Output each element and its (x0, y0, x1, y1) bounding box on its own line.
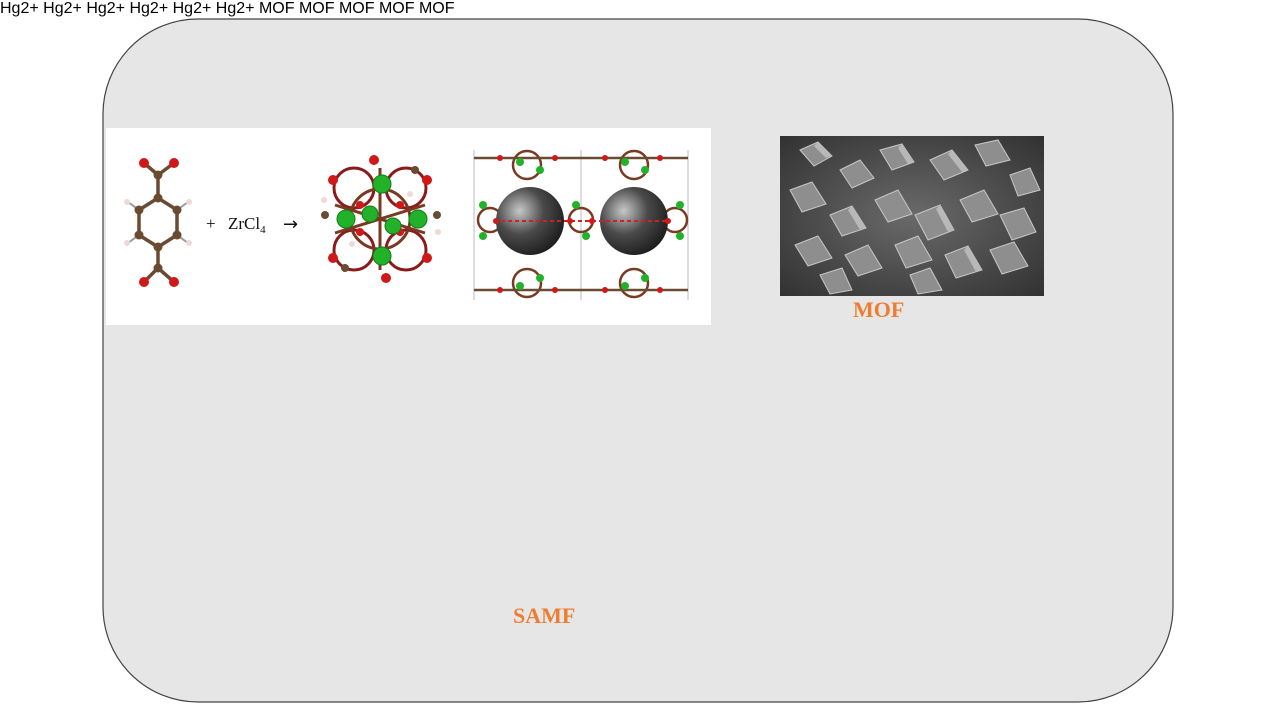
adsorption-tank-icon: Hg2+ Hg2+ Hg2+ Hg2+ Hg2+ Hg2+ MOF MOF MO… (0, 0, 454, 17)
reaction-scheme-panel: + ZrCl4 → (106, 128, 711, 325)
mof-small-labels: MOF MOF MOF MOF MOF (258, 0, 455, 17)
background-panel (102, 18, 1174, 703)
mof-lattice-structure (473, 149, 689, 300)
mof-caption: MOF (853, 297, 905, 322)
zr-cluster-structure (321, 155, 441, 283)
reaction-plus: + (206, 214, 216, 233)
reaction-reagent: ZrCl4 (228, 214, 266, 236)
molecule-atoms (124, 158, 192, 287)
mof-sem-image (780, 136, 1044, 296)
reaction-arrow: → (283, 214, 298, 235)
samf-caption: SAMF (513, 603, 576, 628)
mercury-ion-labels: Hg2+ Hg2+ Hg2+ Hg2+ Hg2+ Hg2+ (0, 0, 255, 17)
